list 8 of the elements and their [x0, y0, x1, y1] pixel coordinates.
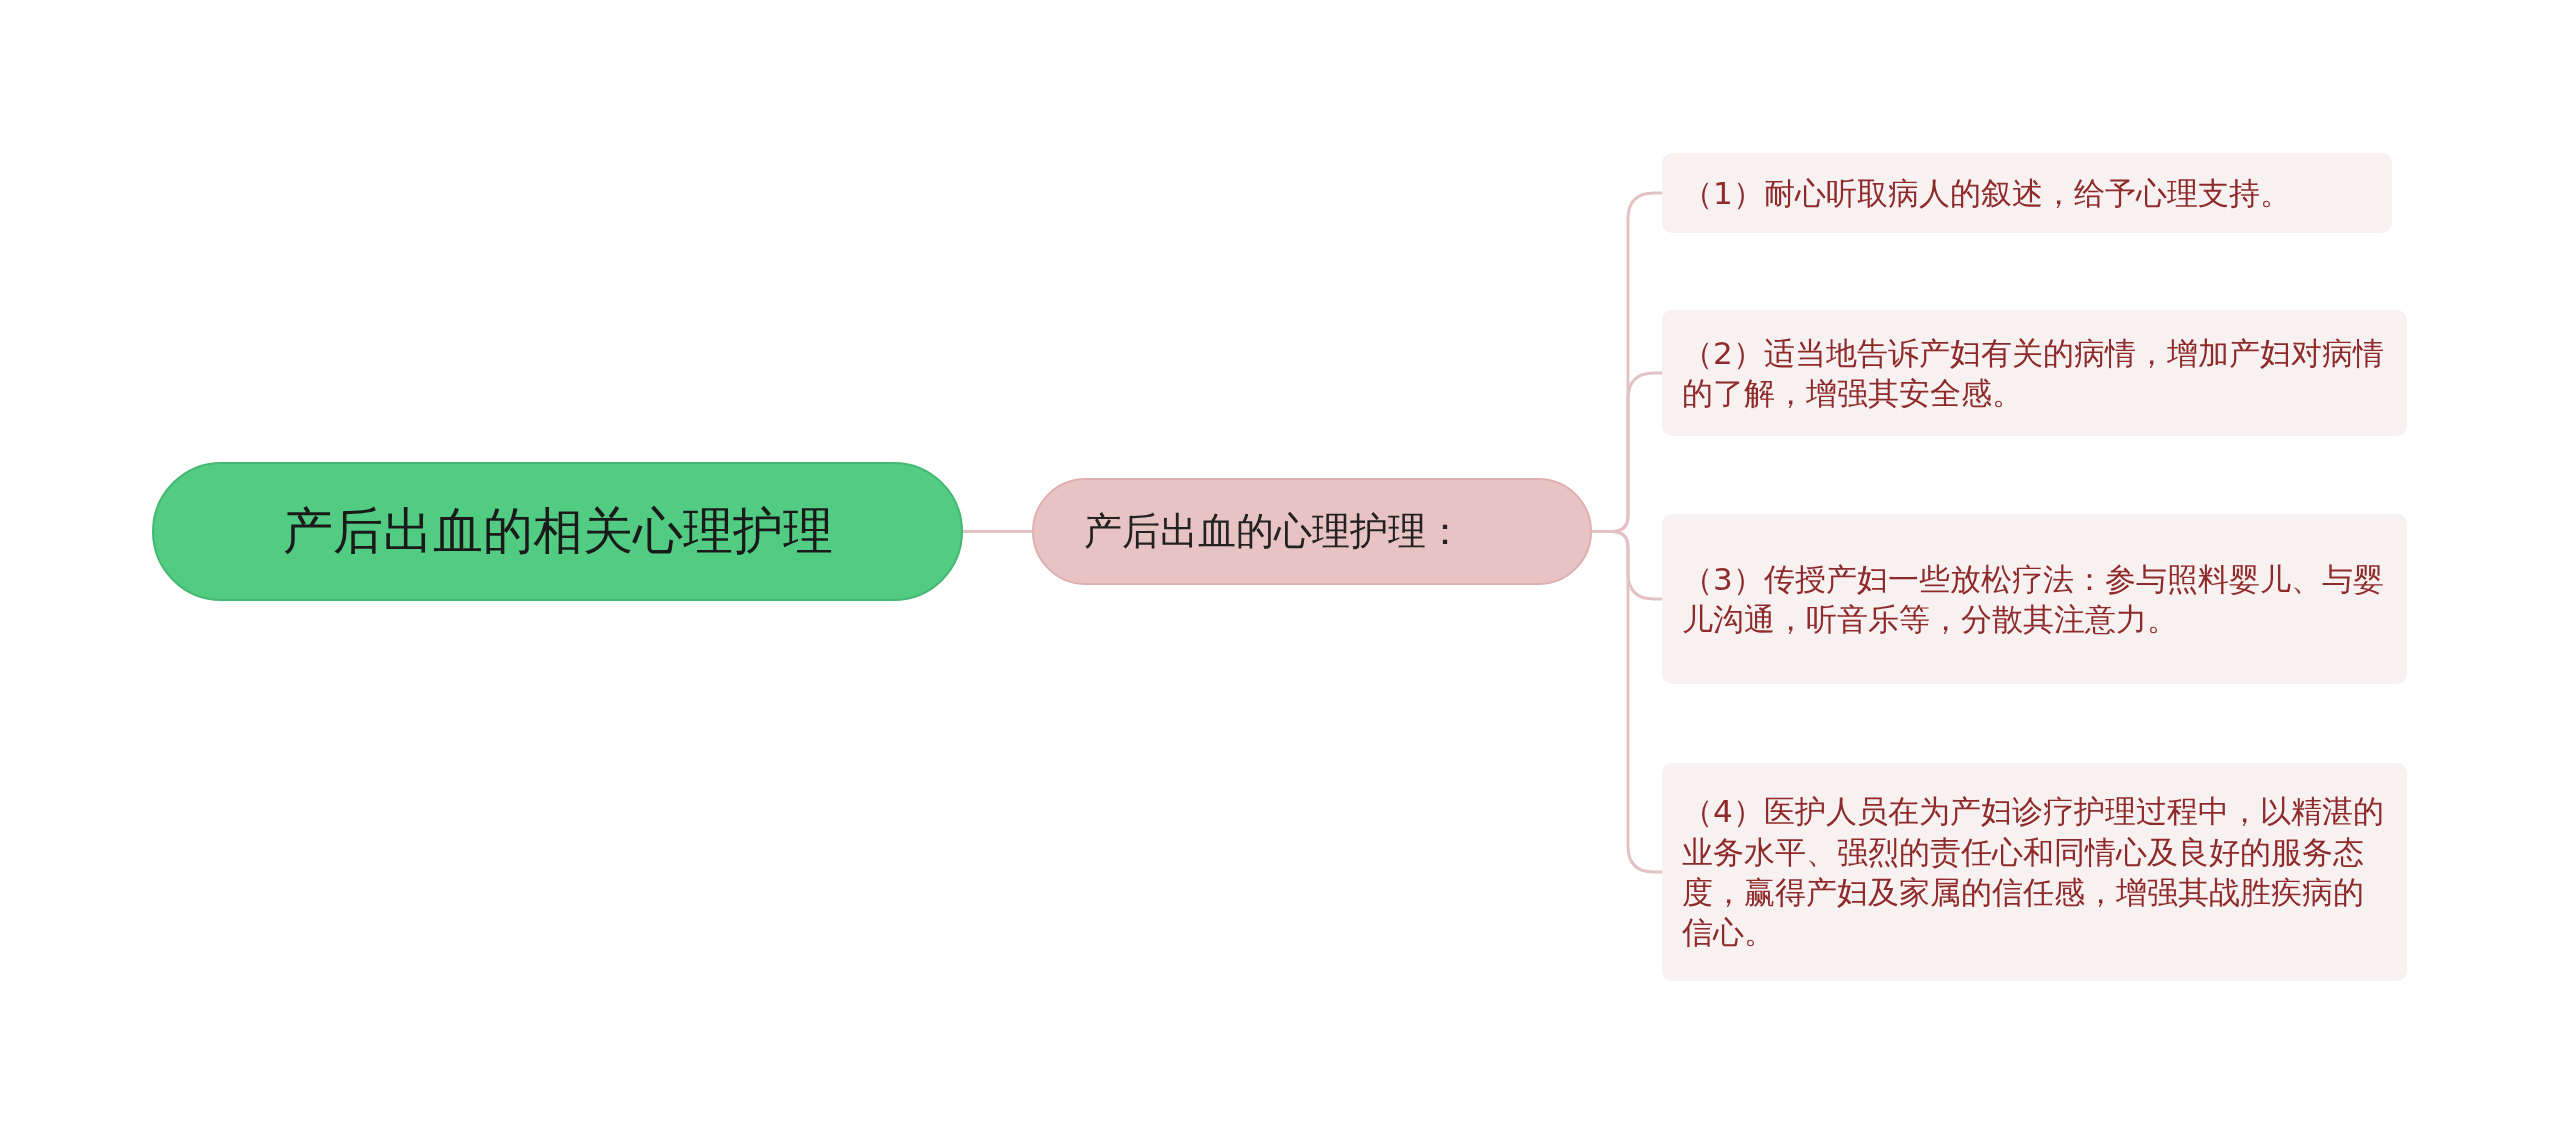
- item-box: （3）传授产妇一些放松疗法：参与照料婴儿、与婴儿沟通，听音乐等，分散其注意力。: [1662, 514, 2407, 684]
- connector-line: [963, 530, 1032, 533]
- item-box: （4）医护人员在为产妇诊疗护理过程中，以精湛的业务水平、强烈的责任心和同情心及良好的服务态度，赢得产妇及家属的信任感，增强其战胜疾病的信心。: [1662, 763, 2407, 981]
- connector-line: [1592, 530, 1662, 874]
- subtopic-box: 产后出血的心理护理：: [1032, 478, 1592, 585]
- item-box: （2）适当地告诉产妇有关的病情，增加产妇对病情的了解，增强其安全感。: [1662, 310, 2407, 436]
- topic-box: 产后出血的相关心理护理: [152, 462, 963, 601]
- item-box: （1）耐心听取病人的叙述，给予心理支持。: [1662, 153, 2392, 233]
